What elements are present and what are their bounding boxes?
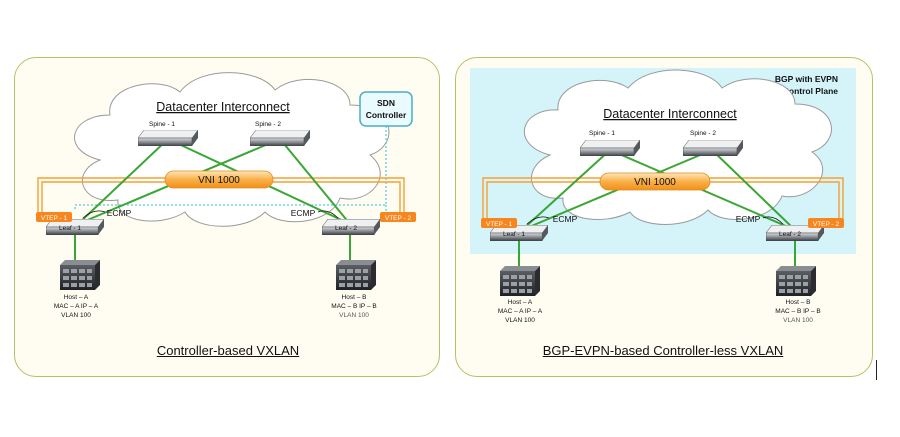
- host-a-vlan: VLAN 100: [61, 312, 91, 319]
- vtep-2-label: VTEP - 2: [385, 215, 412, 222]
- left-caption: Controller-based VXLAN: [156, 343, 300, 358]
- ecmp-1-label: ECMP: [107, 208, 132, 218]
- vtep-1-badge: [481, 218, 517, 228]
- host-b-addr: MAC – B IP – B: [331, 303, 376, 310]
- host-b-name: Host – B: [342, 294, 367, 301]
- ecmp-1-label: ECMP: [553, 214, 578, 224]
- vni-label: VNI 1000: [634, 177, 676, 188]
- host-b-name: Host – B: [786, 299, 811, 306]
- controller-label-2: Controller: [366, 110, 407, 120]
- left-diagram: Datacenter Interconnect SDN Controller V…: [36, 72, 416, 319]
- spine-1-label: Spine - 1: [149, 121, 175, 128]
- vni-label: VNI 1000: [198, 175, 240, 186]
- vtep-2-badge: [380, 212, 416, 222]
- host-a-addr: MAC – A IP – A: [498, 308, 543, 315]
- host-a-name: Host – A: [508, 299, 533, 306]
- spine-1-label: Spine - 1: [589, 130, 615, 137]
- server-icon: [60, 260, 100, 290]
- right-diagram: BGP with EVPN Control Plane Datacenter I…: [470, 68, 856, 324]
- vtep-1-label: VTEP - 1: [486, 221, 513, 228]
- bgp-label-1: BGP with EVPN: [775, 74, 838, 84]
- network-switch-icon: [580, 140, 640, 156]
- right-caption: BGP-EVPN-based Controller-less VXLAN: [542, 343, 784, 358]
- leaf-1-label: Leaf - 1: [503, 231, 525, 238]
- vtep-2-badge: [808, 218, 844, 228]
- cloud-title: Datacenter Interconnect: [603, 107, 737, 121]
- cloud-icon: [74, 72, 390, 227]
- curved-arrow-icon: [317, 210, 339, 219]
- network-switch-icon: [250, 130, 310, 146]
- curved-arrow-icon: [526, 216, 550, 225]
- host-a-vlan: VLAN 100: [505, 317, 535, 324]
- cloud-title: Datacenter Interconnect: [156, 100, 290, 114]
- server-icon: [776, 266, 816, 296]
- ecmp-2-label: ECMP: [291, 208, 316, 218]
- vtep-2-label: VTEP - 2: [813, 221, 840, 228]
- spine-2-label: Spine - 2: [690, 130, 716, 137]
- vtep-1-label: VTEP - 1: [41, 215, 68, 222]
- controller-link: [74, 126, 387, 210]
- controller-label-1: SDN: [377, 98, 395, 108]
- host-a-name: Host – A: [64, 294, 89, 301]
- network-switch-icon: [683, 140, 743, 156]
- host-b-vlan: VLAN 100: [783, 317, 813, 324]
- curved-arrow-icon: [82, 210, 106, 219]
- leaf-2-label: Leaf - 2: [779, 231, 801, 238]
- vni-tunnel: [599, 172, 711, 191]
- host-a-addr: MAC – A IP – A: [54, 303, 99, 310]
- curved-arrow-icon: [762, 216, 784, 225]
- server-icon: [500, 266, 540, 296]
- leaf-1-label: Leaf - 1: [59, 225, 81, 232]
- spine-2-label: Spine - 2: [255, 121, 281, 128]
- network-switch-icon: [138, 130, 198, 146]
- vtep-1-badge: [36, 212, 72, 222]
- host-b-addr: MAC – B IP – B: [775, 308, 820, 315]
- server-icon: [336, 260, 376, 290]
- vni-tunnel: [164, 170, 274, 189]
- leaf-2-label: Leaf - 2: [335, 225, 357, 232]
- edge-divider: [876, 360, 877, 380]
- bgp-label-2: Control Plane: [783, 86, 839, 96]
- ecmp-2-label: ECMP: [736, 214, 761, 224]
- host-b-vlan: VLAN 100: [339, 312, 369, 319]
